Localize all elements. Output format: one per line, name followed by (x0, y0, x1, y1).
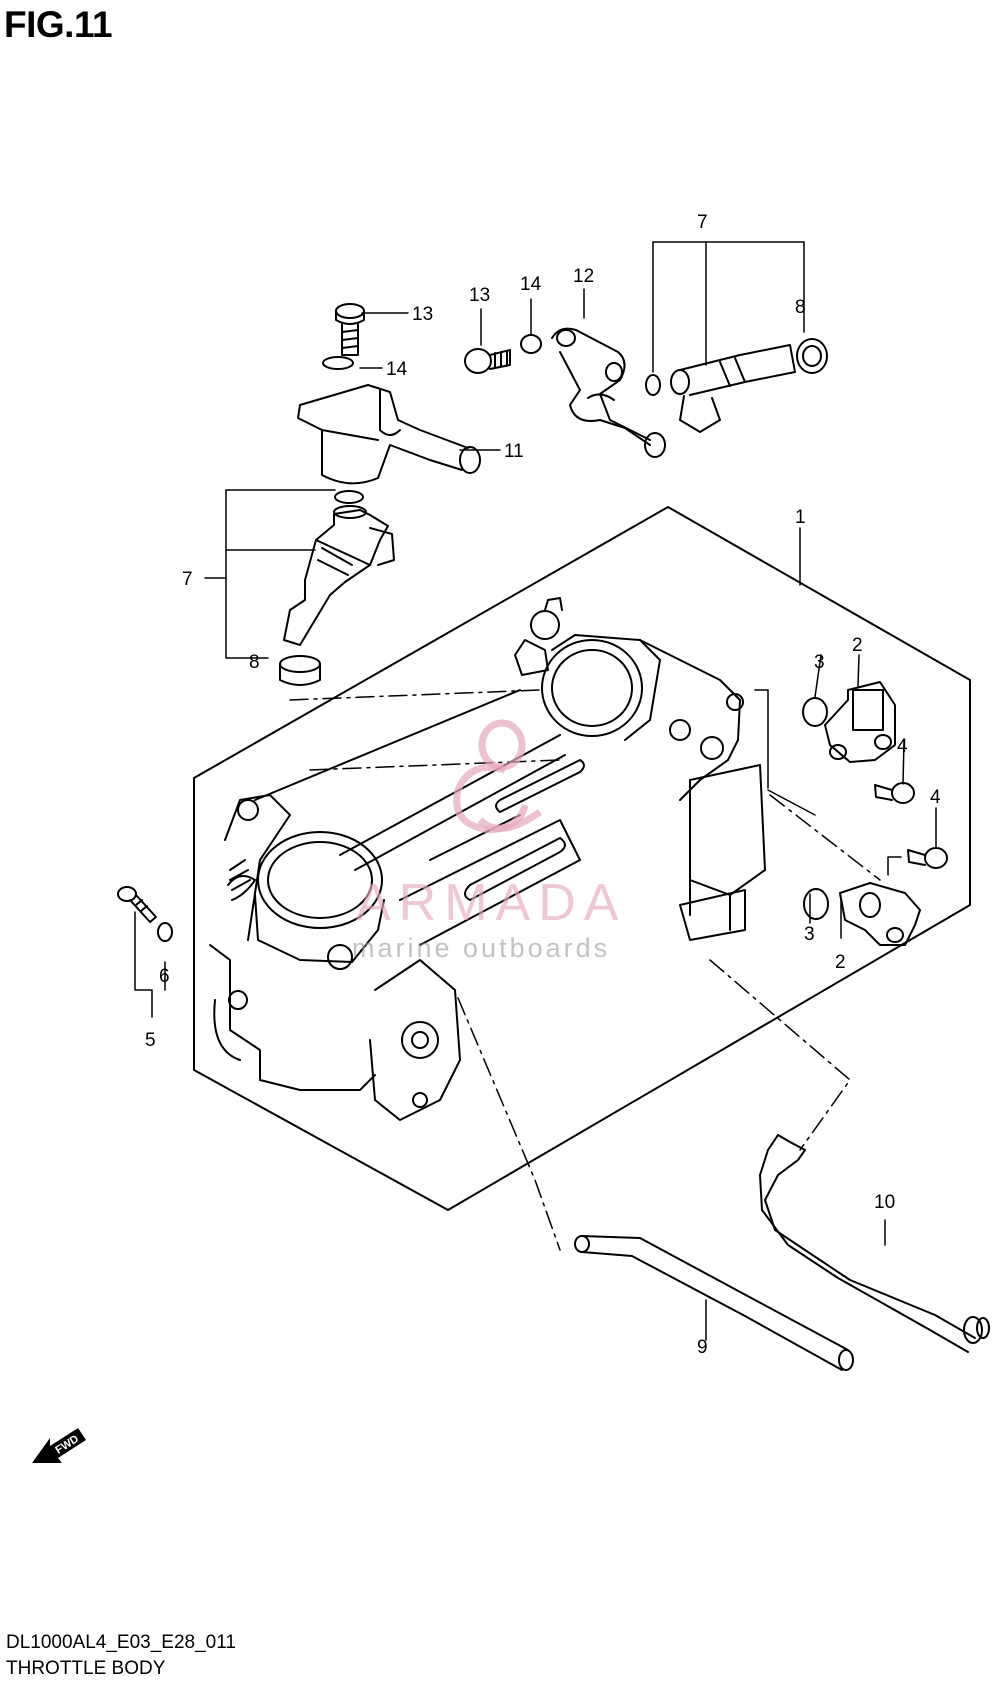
callout-13-left: 13 (412, 304, 433, 325)
cap-8-left (279, 655, 321, 686)
fwd-arrow-icon (32, 1428, 86, 1463)
figure-title: FIG.11 (4, 4, 113, 45)
callout-3-lower: 3 (804, 924, 815, 945)
watermark: ARMADA marine outboards (352, 719, 626, 963)
callout-4-upper: 4 (897, 736, 908, 757)
callout-labels: 1 2 2 3 3 4 4 5 6 7 7 8 8 9 10 11 12 13 … (145, 212, 941, 1358)
sensor-2-lower (839, 882, 921, 946)
diagram-code: DL1000AL4_E03_E28_011 (6, 1632, 236, 1653)
callout-1: 1 (795, 507, 806, 528)
callout-3-upper: 3 (814, 652, 825, 673)
callout-5: 5 (145, 1030, 156, 1051)
washer-14-left (322, 356, 354, 370)
washer-14-center (520, 334, 542, 354)
callout-4-lower: 4 (930, 787, 941, 808)
cap-8-right (796, 338, 828, 374)
washer-6 (157, 922, 173, 942)
callout-9: 9 (697, 1337, 708, 1358)
injector-7-right (645, 344, 796, 433)
callout-2-upper: 2 (852, 635, 863, 656)
callout-8-left: 8 (249, 652, 260, 673)
screw-5 (117, 886, 157, 923)
callout-10: 10 (874, 1192, 895, 1213)
throttle-body (209, 597, 766, 1121)
callout-7-top: 7 (697, 212, 708, 233)
watermark-brand: ARMADA (356, 874, 626, 932)
screw-4-upper (874, 782, 915, 804)
screw-13-left (335, 303, 365, 356)
callout-11: 11 (504, 441, 524, 462)
callout-6: 6 (159, 966, 170, 987)
diagram-name: THROTTLE BODY (6, 1658, 166, 1679)
watermark-logo-icon (453, 719, 543, 834)
hose-10 (759, 1134, 990, 1353)
o-ring-left (334, 490, 364, 504)
callout-2-lower: 2 (835, 952, 846, 973)
callout-14-center: 14 (520, 274, 542, 295)
assembly-frame (193, 506, 971, 1211)
callout-14-left: 14 (386, 359, 408, 380)
leader-lines (134, 241, 937, 1341)
o-ring-3-upper (802, 697, 828, 727)
callout-12: 12 (573, 266, 594, 287)
delivery-pipe-12 (551, 327, 666, 458)
screw-4-lower (907, 847, 948, 869)
callout-13-center: 13 (469, 285, 490, 306)
callout-7-left: 7 (182, 569, 193, 590)
watermark-tagline: marine outboards (352, 933, 610, 963)
forward-indicator: FWD (32, 1428, 86, 1463)
callout-8-right: 8 (795, 297, 806, 318)
sensor-2-upper (824, 681, 896, 763)
o-ring-3-lower (803, 888, 829, 920)
delivery-pipe-11 (297, 384, 481, 485)
screw-13-center (464, 348, 511, 374)
hose-9 (574, 1235, 854, 1371)
injector-7-left (283, 505, 395, 646)
